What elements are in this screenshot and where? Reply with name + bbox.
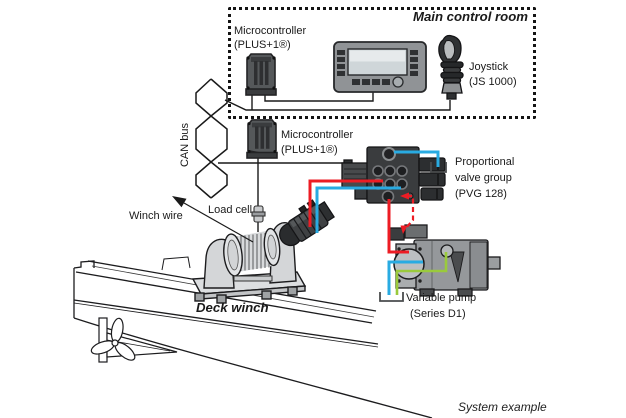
can-bus-twisted-pair [195, 78, 228, 199]
can-bus-label: CAN bus [179, 122, 191, 168]
joystick-label-line2: (JS 1000) [469, 76, 517, 88]
microcontroller2-icon [246, 119, 278, 159]
microcontroller1-label-line2: (PLUS+1®) [234, 39, 291, 51]
joystick-label-line1: Joystick [469, 61, 509, 73]
propeller [90, 317, 178, 363]
winch-wire-arrow [172, 196, 254, 243]
valve-group-label: Proportional valve group (PVG 128) [455, 154, 514, 202]
deck-winch-label: Deck winch [196, 300, 269, 315]
system-example-caption: System example [458, 400, 547, 414]
microcontroller2-label-line2: (PLUS+1®) [281, 144, 338, 156]
microcontroller1-icon [245, 53, 277, 96]
microcontroller2-label-line1: Microcontroller [281, 129, 354, 141]
deck-winch [191, 221, 307, 304]
valve-group-icon [341, 146, 446, 204]
variable-pump-label: Variable pump (Series D1) [406, 290, 476, 322]
main-control-room-title: Main control room [412, 9, 528, 24]
valve-group-label-line2: valve group [455, 172, 512, 184]
microcontroller1-label-line1: Microcontroller [234, 25, 307, 37]
winch-wire-label: Winch wire [129, 210, 183, 222]
hydraulic-lines [308, 150, 448, 302]
joystick-icon [438, 34, 464, 100]
variable-pump-label-line2: (Series D1) [410, 308, 466, 320]
valve-group-label-line1: Proportional [455, 156, 515, 168]
joystick-label: Joystick (JS 1000) [469, 60, 517, 90]
main-control-room-box [228, 7, 536, 119]
display-terminal [333, 41, 427, 93]
valve-group-label-line3: (PVG 128) [455, 188, 507, 200]
load-cell-label: Load cell [208, 204, 253, 216]
microcontroller2-label: Microcontroller (PLUS+1®) [281, 128, 353, 158]
microcontroller1-label: Microcontroller (PLUS+1®) [234, 24, 306, 52]
variable-pump-label-line1: Variable pump [406, 292, 477, 304]
load-cell-icon [251, 205, 266, 223]
